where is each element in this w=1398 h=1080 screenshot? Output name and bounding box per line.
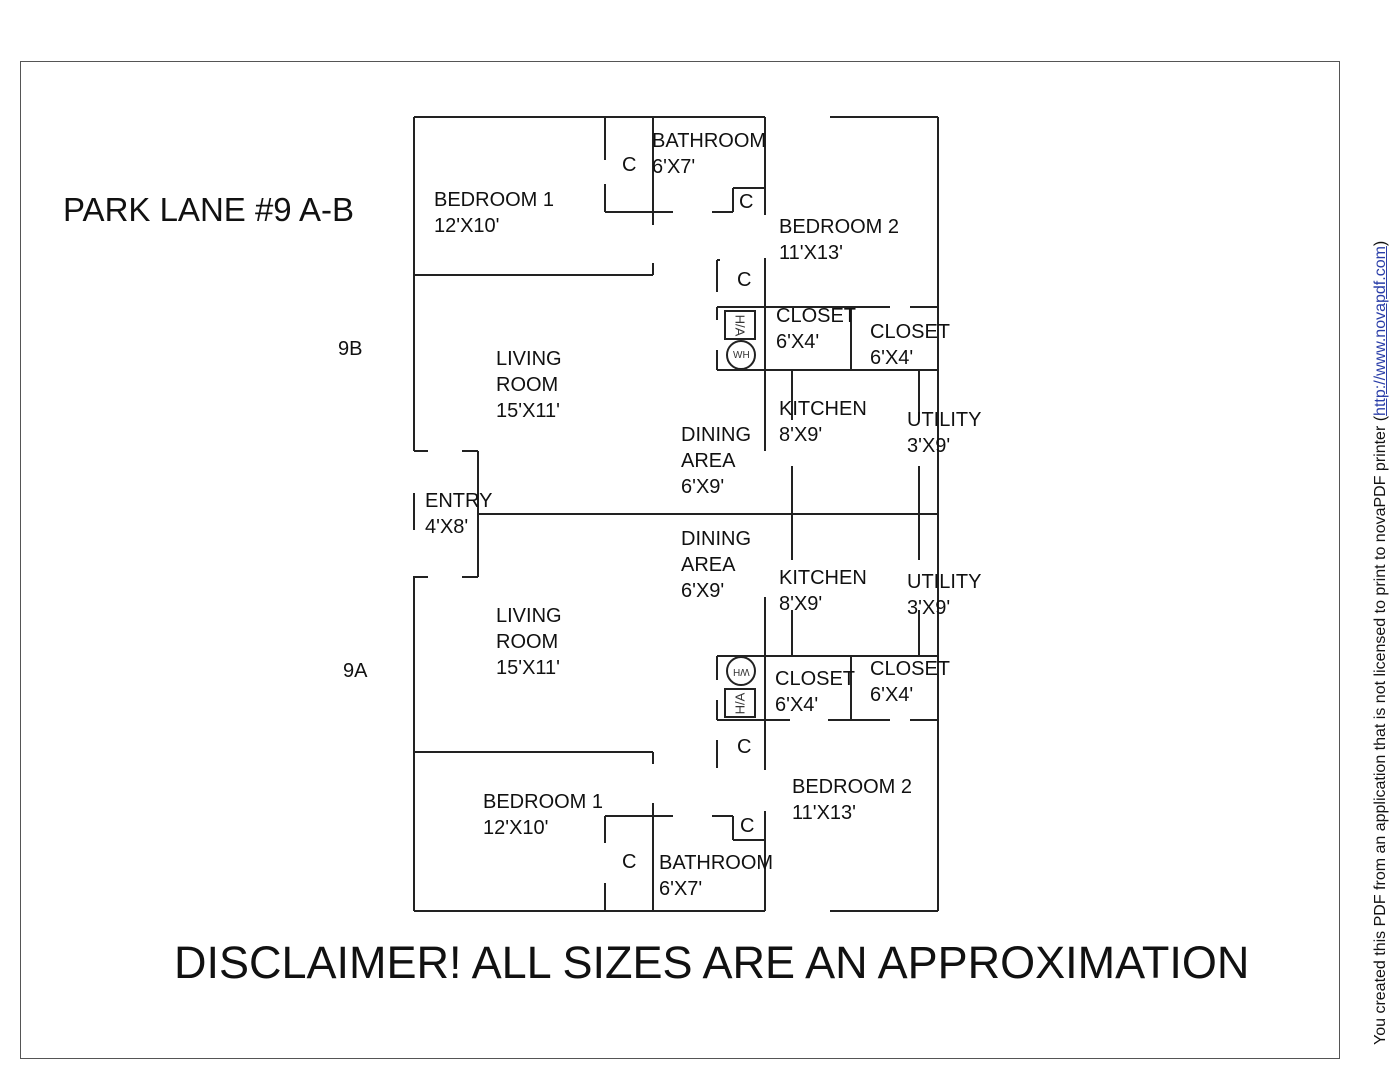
closet-mark: C [737,269,752,291]
novapdf-link[interactable]: http://www.novapdf.com [1372,246,1389,416]
closet-mark: C [739,191,754,213]
plan-title: PARK LANE #9 A-B [63,191,355,228]
closet-mark: C [622,851,637,873]
hvac-unit-9a [724,688,756,718]
watermark: You created this PDF from an application… [1372,240,1389,1045]
water-heater-9b [726,340,756,370]
hvac-label-9b: H/A [732,314,748,337]
water-heater-9a [726,656,756,686]
hvac-label-9a: H/A [732,692,748,715]
disclaimer: DISCLAIMER! ALL SIZES ARE AN APPROXIMATI… [174,937,1250,988]
closet-mark: C [737,736,752,758]
unit-label-9a: 9A [343,660,368,682]
water-heater-label-9b: WH [733,350,750,361]
unit-label-9b: 9B [338,338,363,360]
page-border [20,61,1340,1059]
closet-mark: C [622,154,637,176]
hvac-unit-9b [724,310,756,340]
closet-mark: C [740,815,755,837]
water-heater-label-9a: WH [733,666,750,677]
